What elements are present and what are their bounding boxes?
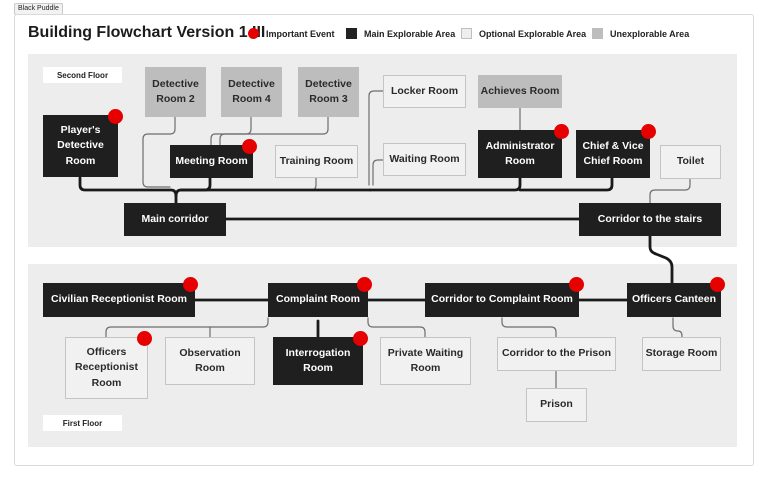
- room-achieves: Achieves Room: [478, 75, 562, 108]
- room-waiting[interactable]: Waiting Room: [383, 143, 466, 176]
- legend-main: Main Explorable Area: [346, 28, 455, 39]
- room-prison[interactable]: Prison: [526, 388, 587, 422]
- thin-connectors-first: [105, 317, 683, 389]
- thin-connectors-second: [142, 90, 691, 204]
- important-event-marker: [353, 331, 368, 346]
- room-private-waiting[interactable]: Private Waiting Room: [380, 337, 471, 385]
- important-event-marker: [357, 277, 372, 292]
- page-title: Building Flowchart Version 1 III: [28, 24, 266, 41]
- room-chief-vice-chief[interactable]: Chief & Vice Chief Room: [576, 130, 650, 178]
- important-event-marker: [569, 277, 584, 292]
- room-officers-receptionist[interactable]: Officers Receptionist Room: [65, 337, 148, 399]
- room-training[interactable]: Training Room: [275, 145, 358, 178]
- legend-unexplorable: Unexplorable Area: [592, 28, 689, 39]
- important-event-marker: [242, 139, 257, 154]
- room-complaint[interactable]: Complaint Room: [268, 283, 368, 317]
- thick-connectors-second: [78, 176, 674, 285]
- room-civilian-receptionist[interactable]: Civilian Receptionist Room: [43, 283, 195, 317]
- room-detective-2: Detective Room 2: [145, 67, 206, 117]
- grey-square-icon: [592, 28, 603, 39]
- important-event-marker: [137, 331, 152, 346]
- legend-optional-label: Optional Explorable Area: [479, 28, 587, 39]
- room-corridor-to-stairs[interactable]: Corridor to the stairs: [579, 203, 721, 236]
- room-observation[interactable]: Observation Room: [165, 337, 255, 385]
- room-corridor-to-prison[interactable]: Corridor to the Prison: [497, 337, 616, 371]
- important-event-marker: [108, 109, 123, 124]
- legend-optional: Optional Explorable Area: [461, 28, 586, 39]
- red-dot-icon: [248, 28, 259, 39]
- room-meeting[interactable]: Meeting Room: [170, 145, 253, 178]
- important-event-marker: [554, 124, 569, 139]
- legend-unexplorable-label: Unexplorable Area: [610, 28, 690, 39]
- room-storage[interactable]: Storage Room: [642, 337, 721, 371]
- room-toilet[interactable]: Toilet: [660, 145, 721, 179]
- thick-connectors-first: [193, 298, 629, 339]
- room-officers-canteen[interactable]: Officers Canteen: [627, 283, 721, 317]
- first-floor-label: First Floor: [43, 415, 122, 431]
- important-event-marker: [710, 277, 725, 292]
- black-square-icon: [346, 28, 357, 39]
- room-corridor-to-complaint[interactable]: Corridor to Complaint Room: [425, 283, 579, 317]
- legend-important: Important Event: [248, 28, 335, 39]
- legend-important-label: Important Event: [266, 28, 335, 39]
- room-locker[interactable]: Locker Room: [383, 75, 466, 108]
- room-administrator[interactable]: Administrator Room: [478, 130, 562, 178]
- room-main-corridor[interactable]: Main corridor: [124, 203, 226, 236]
- room-detective-4: Detective Room 4: [221, 67, 282, 117]
- room-detective-3: Detective Room 3: [298, 67, 359, 117]
- legend-main-label: Main Explorable Area: [364, 28, 456, 39]
- room-players-detective[interactable]: Player's Detective Room: [43, 115, 118, 177]
- room-interrogation[interactable]: Interrogation Room: [273, 337, 363, 385]
- second-floor-label: Second Floor: [43, 67, 122, 83]
- light-square-icon: [461, 28, 472, 39]
- important-event-marker: [641, 124, 656, 139]
- important-event-marker: [183, 277, 198, 292]
